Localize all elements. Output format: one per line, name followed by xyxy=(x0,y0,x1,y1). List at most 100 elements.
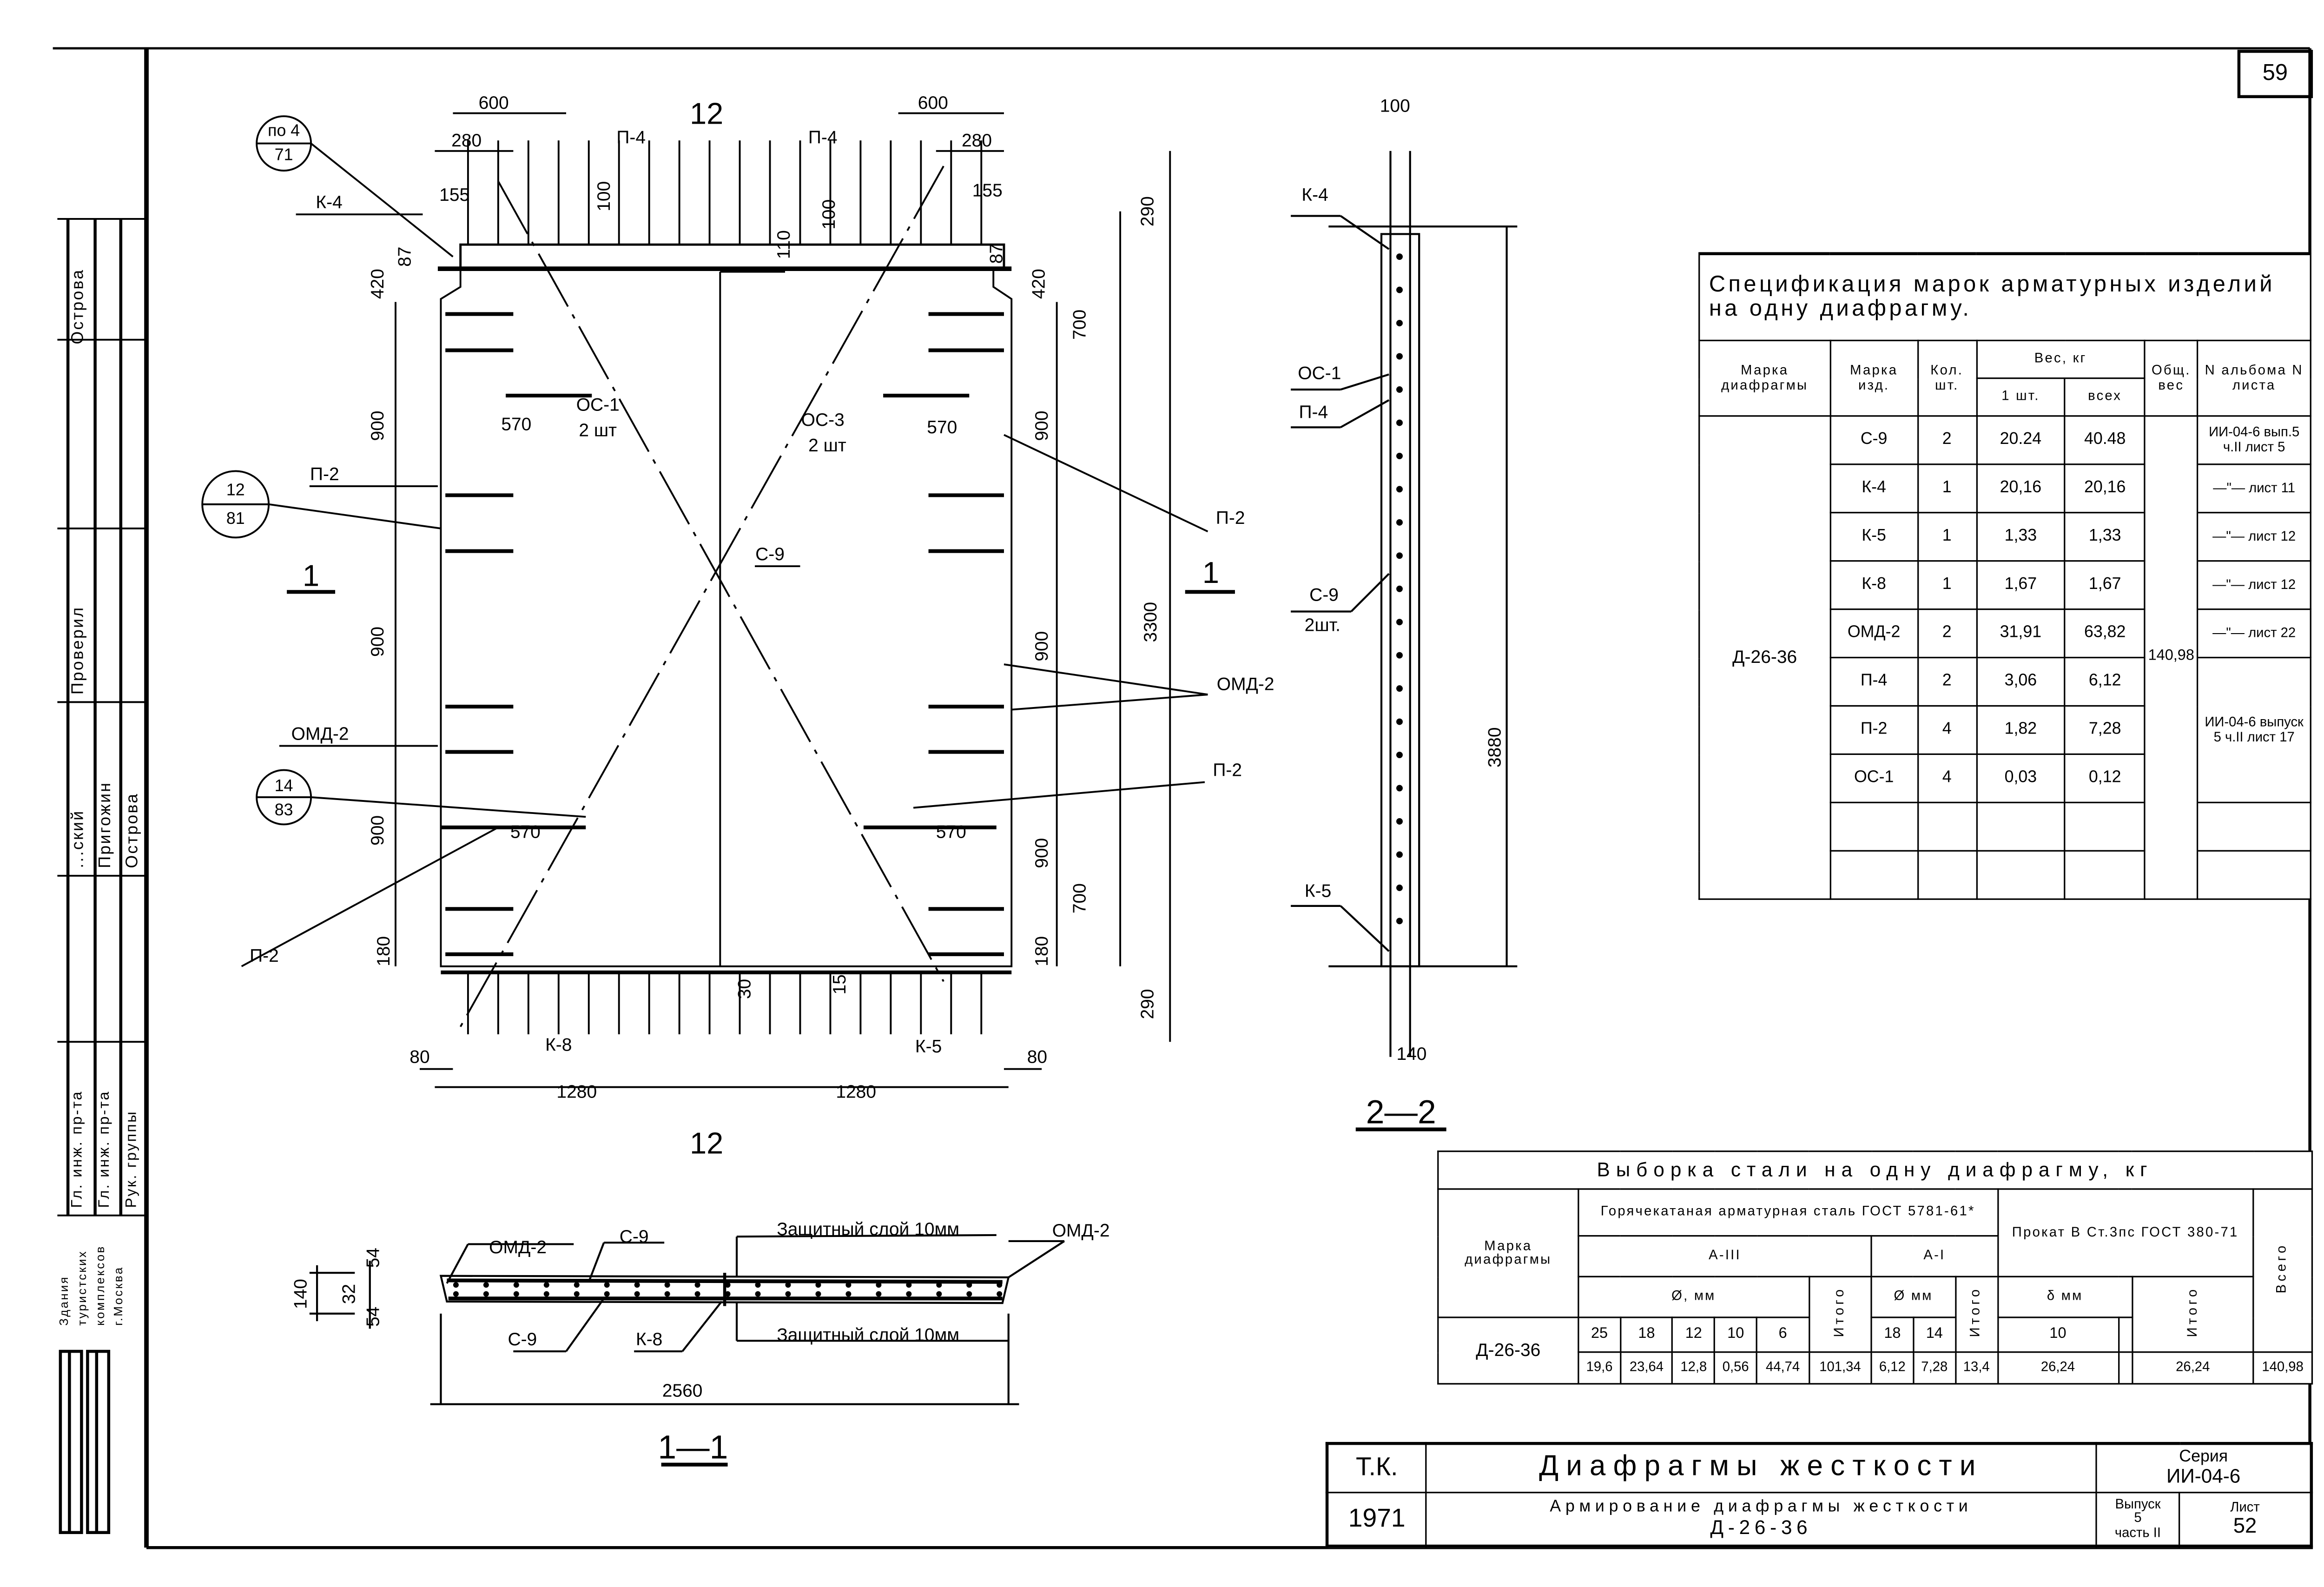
col-header: Кол. шт. xyxy=(1916,339,1977,417)
album-ref: ИИ-04-6 выпуск 5 ч.II лист 17 xyxy=(2197,656,2311,803)
rebar-dot xyxy=(513,1282,519,1288)
rebar-dot xyxy=(1396,718,1403,725)
series-value: ИИ-04-6 xyxy=(2166,1465,2241,1488)
item-weight-all: 1,67 xyxy=(2064,560,2146,610)
element-label: ОМД-2 xyxy=(1217,674,1274,694)
element-label: К-4 xyxy=(316,192,342,212)
callout-ref: 12 xyxy=(226,480,245,499)
dimension-label: 420 xyxy=(1029,269,1049,299)
col-header: Прокат В Ст.3пс ГОСТ 380-71 xyxy=(1996,1188,2254,1277)
steel-weight: 0,56 xyxy=(1714,1351,1758,1385)
section-2-2-label: 3880 xyxy=(1485,727,1505,767)
rebar-dot xyxy=(634,1282,640,1288)
col-header: А-III xyxy=(1578,1235,1872,1277)
element-label: П-2 xyxy=(250,946,279,966)
section-1-1-label: 54 xyxy=(363,1307,383,1327)
item-qty: 2 xyxy=(1916,415,1977,465)
item-qty: 2 xyxy=(1916,608,1977,659)
item-weight-one: 1,33 xyxy=(1975,512,2066,562)
rebar-dot xyxy=(936,1282,942,1288)
rebar-dot xyxy=(785,1282,791,1288)
total-weight: 140,98 xyxy=(2144,415,2199,900)
empty-cell xyxy=(1829,801,1919,852)
dimension-label: 280 xyxy=(962,131,992,151)
item-weight-one: 20.24 xyxy=(1975,415,2066,465)
rebar-dot xyxy=(815,1282,821,1288)
rebar-dot xyxy=(1396,286,1403,293)
empty-cell xyxy=(2197,801,2311,852)
element-label: П-2 xyxy=(1216,508,1245,528)
section-1-1-label: 54 xyxy=(363,1248,383,1268)
item-weight-all: 1,33 xyxy=(2064,512,2146,562)
part-value: часть II xyxy=(2114,1524,2161,1540)
issue-label: Выпуск xyxy=(2115,1495,2161,1511)
rebar-dot xyxy=(906,1291,912,1297)
rebar-dot xyxy=(483,1291,489,1297)
sheet-label: Лист xyxy=(2230,1499,2260,1514)
rebar-dot xyxy=(1396,486,1403,493)
stamp-role: Гл. инж. пр-та xyxy=(96,1090,113,1208)
dimension-label: 570 xyxy=(927,417,957,437)
dimension-label: 280 xyxy=(451,131,482,151)
rebar-dot xyxy=(1396,619,1403,626)
rebar-dot xyxy=(1396,818,1403,825)
item-mark: П-4 xyxy=(1829,656,1919,707)
section-2-2-label: 100 xyxy=(1380,96,1410,116)
rebar-dot xyxy=(1396,519,1403,526)
dimension-label: 80 xyxy=(1027,1047,1047,1067)
rebar-dot xyxy=(725,1291,731,1297)
bar-size: 6 xyxy=(1756,1316,1810,1353)
rebar-dot xyxy=(725,1282,731,1288)
dimension-label: 290 xyxy=(1138,196,1158,226)
steel-weight: 19,6 xyxy=(1578,1351,1621,1385)
dimension-label: 180 xyxy=(374,936,394,966)
series-cell: Серия ИИ-04-6 xyxy=(2095,1442,2312,1493)
item-weight-all: 6,12 xyxy=(2064,656,2146,707)
element-label: К-8 xyxy=(545,1035,572,1055)
rebar-dot xyxy=(453,1282,459,1288)
section-2-2-label: 2шт. xyxy=(1305,615,1340,635)
element-label: П-2 xyxy=(1213,760,1242,780)
bar-size: 10 xyxy=(1996,1316,2119,1353)
section-1-1-label: 140 xyxy=(290,1279,310,1309)
col-header: N альбома N листа xyxy=(2197,339,2311,417)
bar-size: 10 xyxy=(1714,1316,1758,1353)
title-block: Т.К. Диафрагмы жесткости Серия ИИ-04-6 1… xyxy=(1325,1442,2313,1548)
steel-weight: 23,64 xyxy=(1619,1351,1674,1385)
org-code: Т.К. xyxy=(1326,1442,1427,1493)
drawing-title: Диафрагмы жесткости xyxy=(1425,1442,2097,1493)
issue-cell: Выпуск 5 часть II xyxy=(2095,1491,2180,1547)
rebar-dot xyxy=(574,1291,580,1297)
empty-cell xyxy=(2197,850,2311,900)
album-ref: —"— лист 12 xyxy=(2197,512,2311,562)
section-2-2-label: 140 xyxy=(1396,1044,1426,1064)
section-1-1-label: 32 xyxy=(339,1284,359,1304)
element-label: 2 шт xyxy=(808,436,846,456)
sheet-value: 52 xyxy=(2233,1513,2257,1538)
section-2-2-label: 2—2 xyxy=(1366,1094,1436,1131)
dimension-label: 100 xyxy=(819,199,839,230)
element-label: К-5 xyxy=(915,1037,942,1057)
section-1-1-label: Защитный слой 10мм xyxy=(777,1325,959,1345)
album-ref: —"— лист 11 xyxy=(2197,463,2311,514)
rebar-dot xyxy=(1396,685,1403,692)
section-2-2-view xyxy=(1291,151,1518,1131)
drawing-code: Д-26-36 xyxy=(1710,1515,1812,1539)
album-ref: ИИ-04-6 вып.5 ч.II лист 5 xyxy=(2197,415,2311,465)
stamp-name: Острова xyxy=(124,792,142,868)
callout-ref: 14 xyxy=(275,776,293,795)
item-mark: К-8 xyxy=(1829,560,1919,610)
issue-value: 5 xyxy=(2134,1510,2142,1525)
callout-ref: 71 xyxy=(275,145,293,164)
stamp-project: Здания xyxy=(57,1276,71,1326)
stamp-project: комплексов xyxy=(93,1245,107,1326)
bar-size xyxy=(2117,1316,2133,1353)
callout-ref: 83 xyxy=(275,800,293,819)
dimension-label: 155 xyxy=(439,185,469,205)
element-label: ОМД-2 xyxy=(291,724,349,744)
rebar-dot xyxy=(966,1282,972,1288)
element-label: ОС-1 xyxy=(576,395,620,415)
